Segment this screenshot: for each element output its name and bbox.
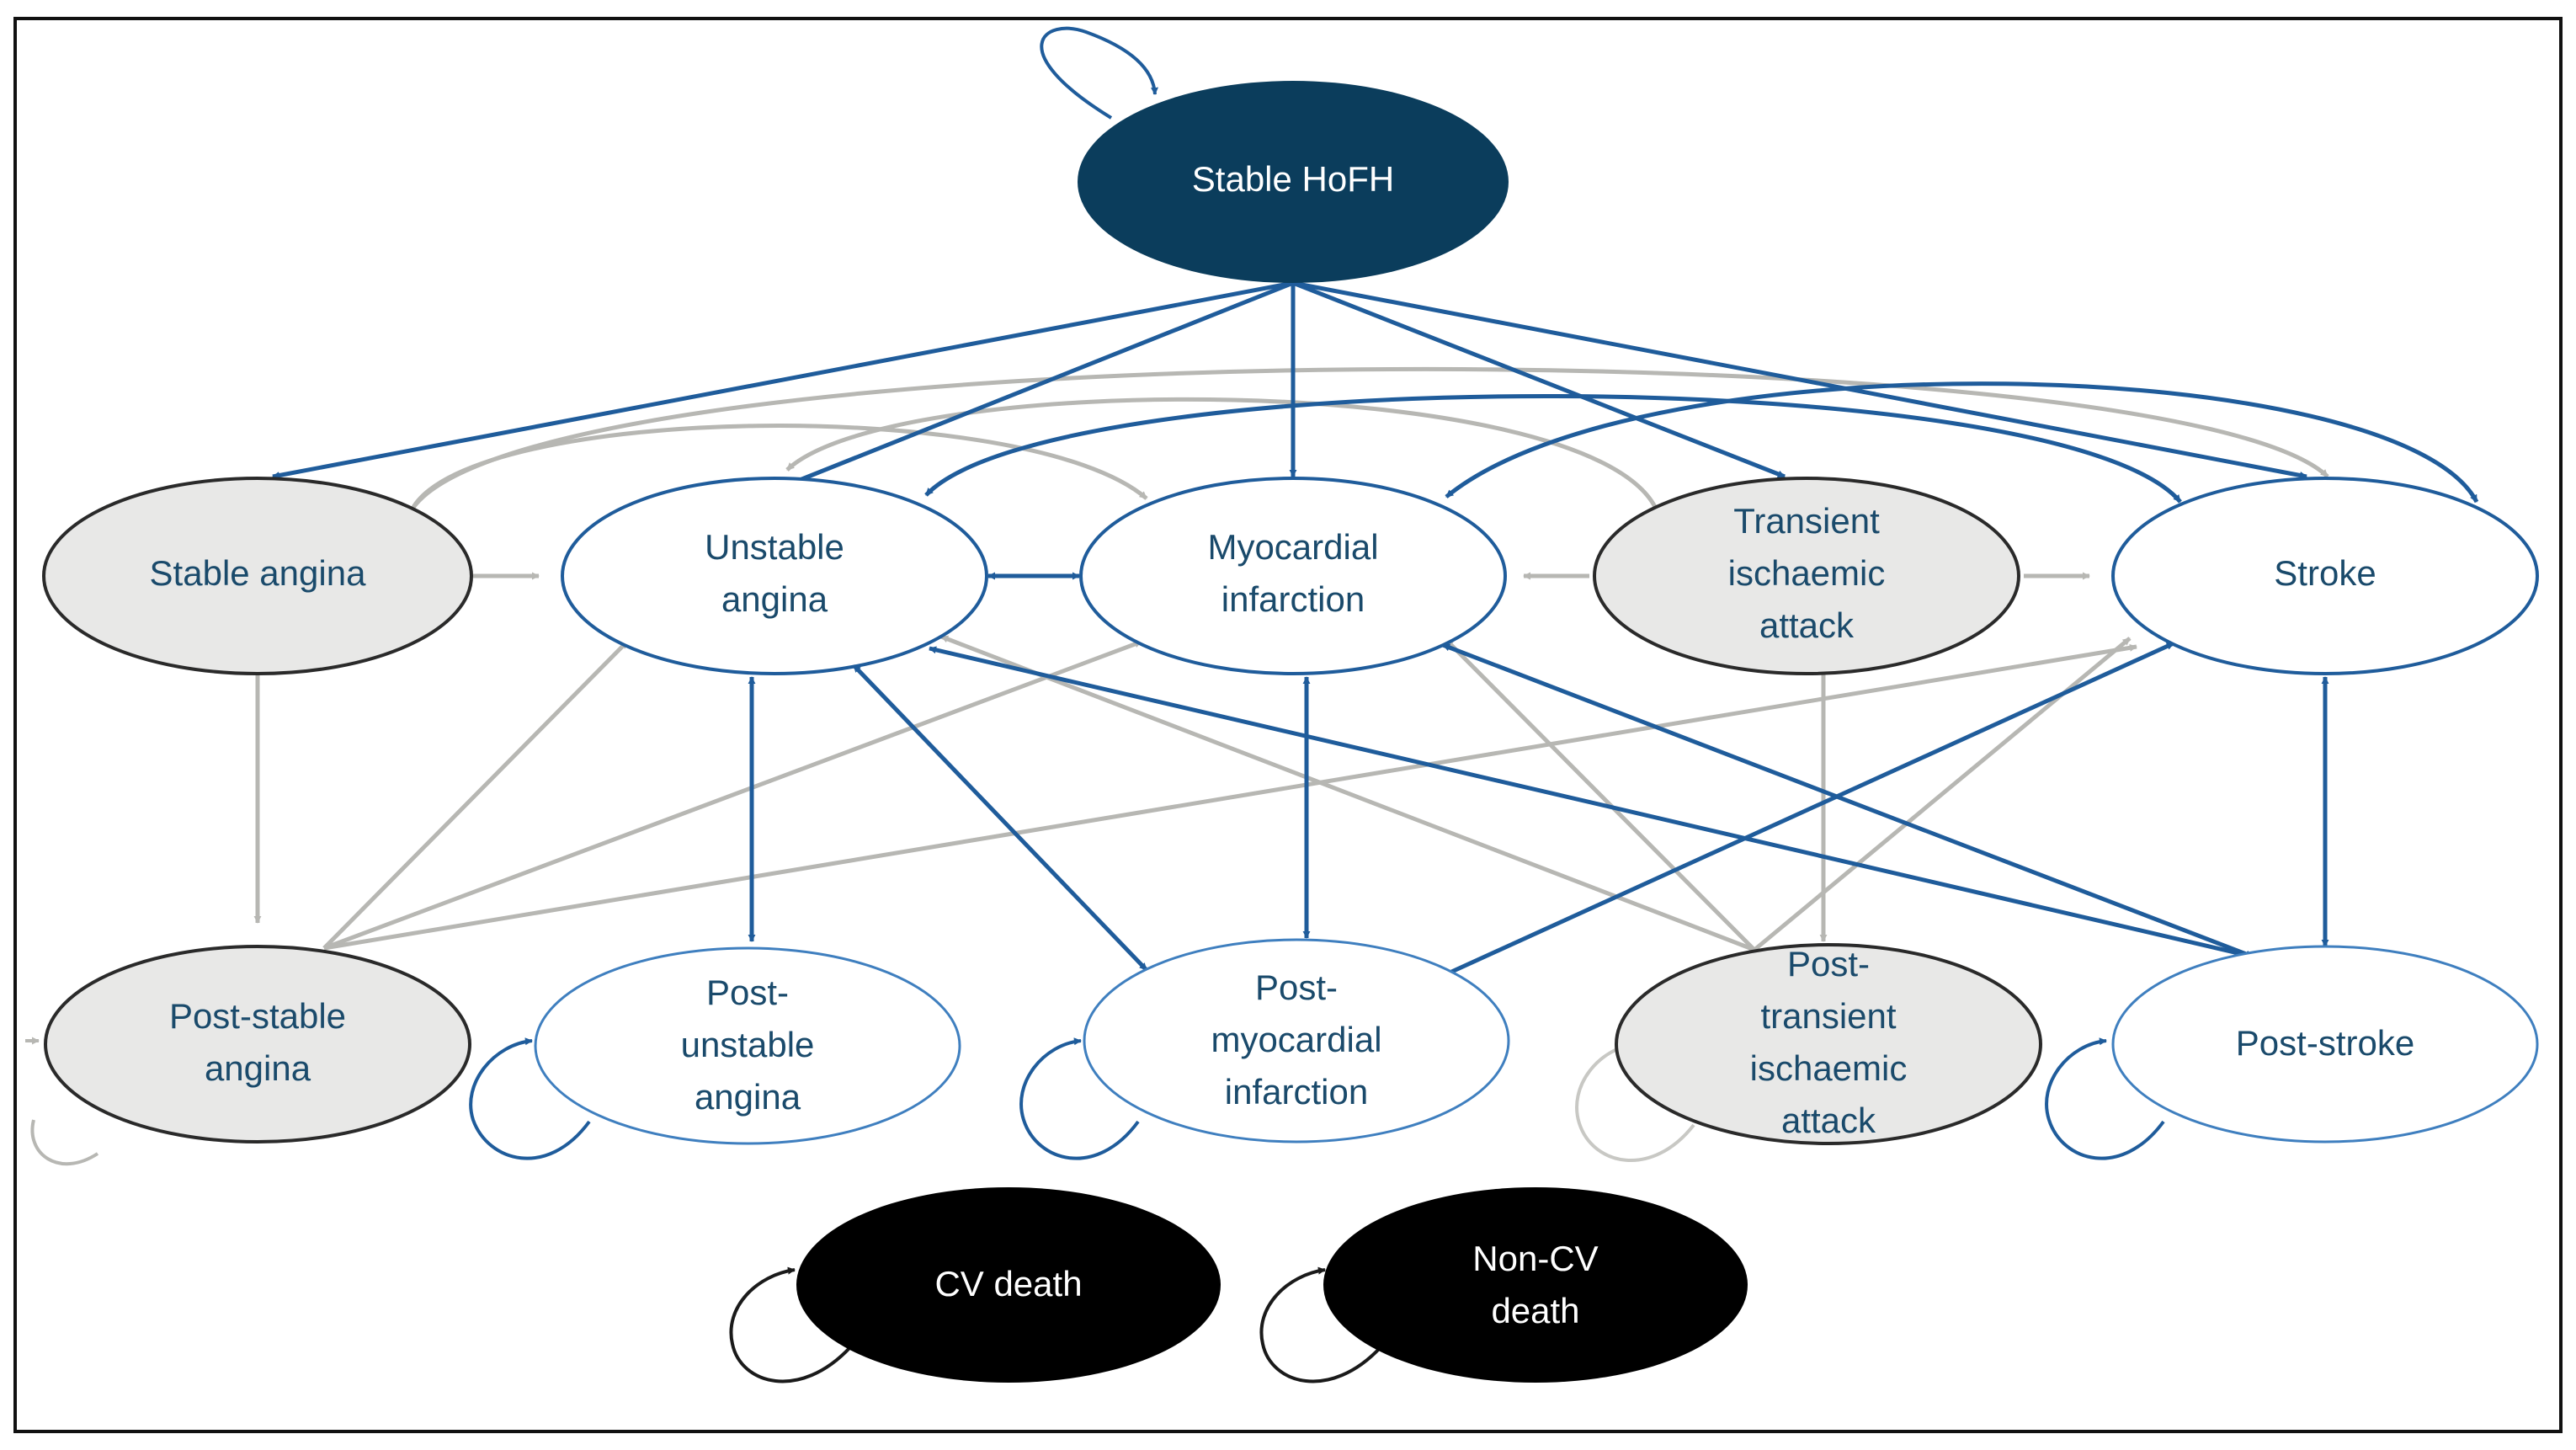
self-loop-post-tia [1575, 1041, 1695, 1163]
node-label: angina [205, 1048, 311, 1088]
edge-post-stable-angina-to-unstable-angina [322, 640, 629, 950]
edge-myocardial-infarction-stroke [1445, 381, 2479, 504]
node-label: Post- [1787, 944, 1870, 984]
node-label: angina [721, 579, 828, 619]
edge-hofh-to-stroke [1292, 280, 2307, 479]
self-loop-post-stable-angina [30, 1119, 99, 1166]
node-non-cv-death: Non-CV death [1323, 1187, 1748, 1383]
node-label: ischaemic [1750, 1048, 1908, 1088]
node-label: Post- [706, 973, 789, 1012]
node-label: infarction [1225, 1072, 1368, 1111]
node-label: Myocardial [1207, 527, 1378, 567]
node-label: myocardial [1211, 1020, 1381, 1059]
edge-post-tia-to-unstable-angina [940, 634, 1755, 952]
edge-hofh-to-stable-angina [272, 280, 1294, 479]
self-loops [25, 26, 2165, 1383]
node-label: Unstable [705, 527, 844, 567]
node-transient-ischaemic-attack: Transient ischaemic attack [1593, 477, 2020, 675]
self-loop-post-unstable-angina [469, 1037, 591, 1160]
edge-hofh-to-tia [1292, 280, 1786, 479]
node-label: angina [695, 1077, 801, 1117]
node-label: Stable angina [150, 553, 367, 593]
edge-stable-angina-to-stroke [410, 366, 2329, 510]
node-label: infarction [1221, 579, 1365, 619]
self-loop-non-cv-death [1259, 1266, 1382, 1383]
node-post-transient-ischaemic-attack: Post- transient ischaemic attack [1615, 943, 2042, 1145]
node-label: CV death [934, 1264, 1082, 1303]
blue-edges [272, 280, 2479, 976]
self-loop-cv-death [729, 1266, 852, 1383]
node-label: ischaemic [1728, 553, 1886, 593]
self-loop-stable-hofh [1040, 26, 1158, 120]
node-stable-angina: Stable angina [42, 477, 473, 675]
node-post-stable-angina: Post-stable angina [44, 945, 471, 1143]
node-label: Stroke [2274, 553, 2376, 593]
edge-tia-to-unstable-angina [785, 397, 1658, 509]
node-stroke: Stroke [2111, 477, 2539, 675]
node-label: Stable HoFH [1192, 159, 1394, 199]
edge-post-stable-angina-to-stroke [323, 643, 2137, 951]
edge-post-tia-to-stroke [1753, 637, 2132, 952]
node-cv-death: CV death [796, 1187, 1221, 1383]
self-loop-post-myocardial-infarction [1019, 1037, 1140, 1160]
edge-hofh-to-unstable-angina [790, 280, 1294, 486]
node-label: Post-stroke [2236, 1023, 2414, 1063]
node-post-unstable-angina: Post- unstable angina [534, 946, 961, 1145]
node-myocardial-infarction: Myocardial infarction [1079, 477, 1507, 675]
edge-post-myocardial-infarction-to-stroke [1446, 641, 2175, 976]
node-unstable-angina: Unstable angina [561, 477, 988, 675]
node-post-stroke: Post-stroke [2111, 945, 2539, 1143]
node-label: death [1491, 1291, 1579, 1330]
edge-unstable-angina-stroke [924, 393, 2182, 504]
edge-myocardial-infarction-post-stroke [1442, 642, 2254, 959]
node-stable-hofh: Stable HoFH [1078, 81, 1509, 283]
node-label: attack [1781, 1101, 1876, 1140]
node-label: attack [1759, 605, 1855, 645]
edge-post-stable-angina-to-myocardial-infarction [323, 639, 1142, 951]
node-label: unstable [681, 1025, 815, 1064]
node-label: transient [1760, 996, 1896, 1036]
node-post-myocardial-infarction: Post- myocardial infarction [1083, 938, 1510, 1143]
node-label: Non-CV [1472, 1239, 1598, 1278]
node-label: Post- [1255, 968, 1338, 1007]
node-label: Transient [1733, 501, 1880, 541]
diagram-frame [13, 17, 2563, 1433]
self-loop-post-stroke [2045, 1037, 2165, 1160]
node-label: Post-stable [169, 996, 346, 1036]
